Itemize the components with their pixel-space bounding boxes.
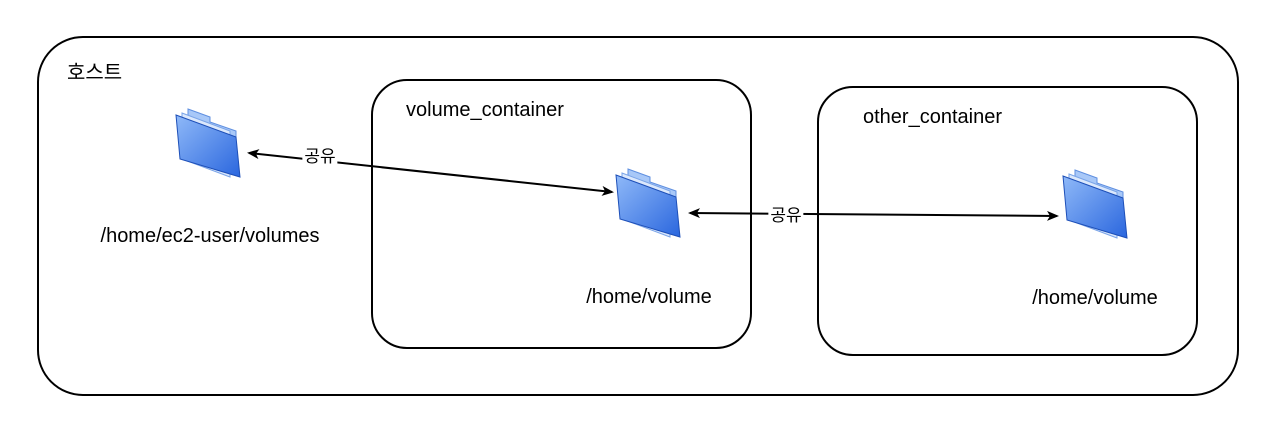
other-container-label: other_container [863,106,1002,128]
volume-container-path-label: /home/volume [586,286,712,308]
other-container-box [817,86,1198,356]
other-container-folder-icon [1062,169,1128,239]
host-label: 호스트 [67,62,123,84]
share-label-host-volume: 공유 [302,147,338,167]
share-label-volume-other: 공유 [768,206,804,226]
volume-container-folder-icon [615,168,681,238]
volume-container-label: volume_container [406,99,564,121]
other-container-path-label: /home/volume [1032,287,1158,309]
host-path-label: /home/ec2-user/volumes [100,225,320,247]
host-folder-icon [175,108,241,178]
